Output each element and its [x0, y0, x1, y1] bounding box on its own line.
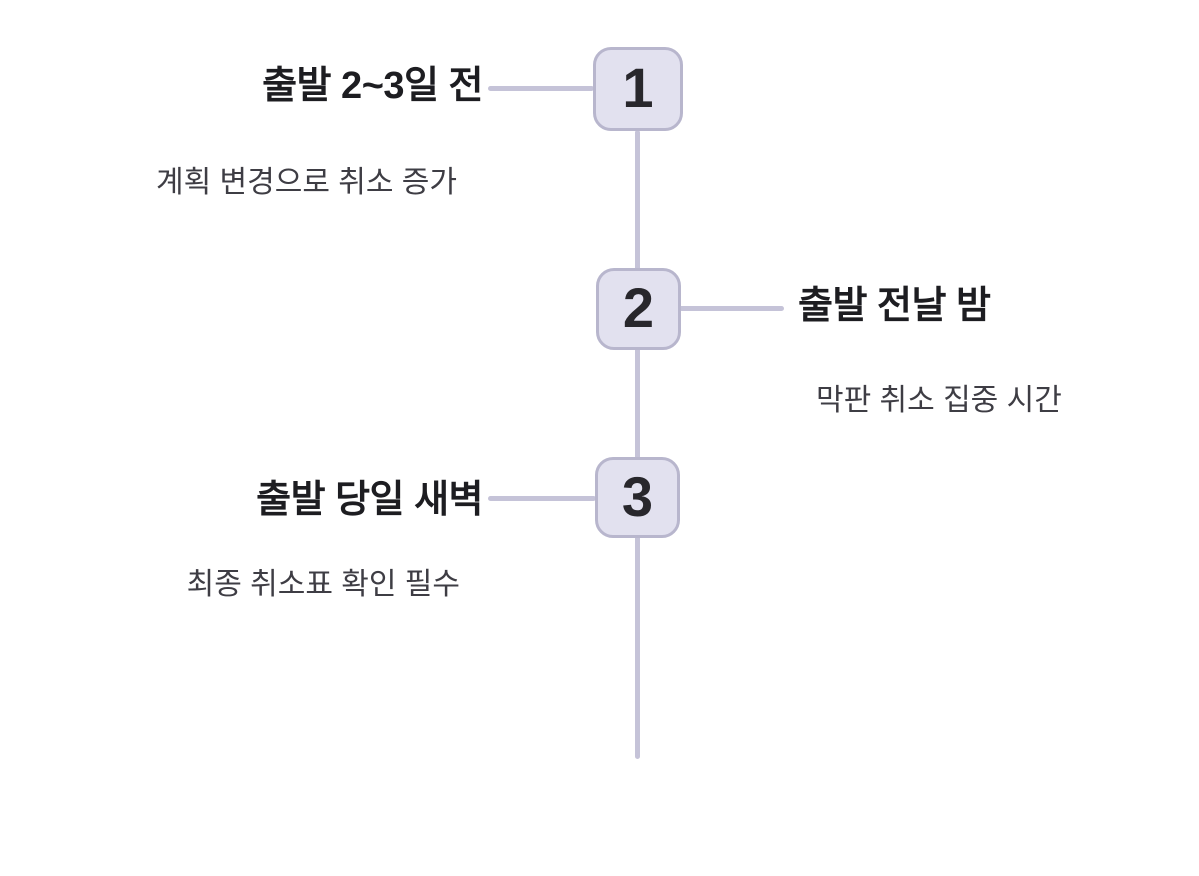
step-1-connector-line [488, 86, 594, 91]
step-1-subtitle: 계획 변경으로 취소 증가 [155, 166, 457, 199]
step-2-title: 출발 전날 밤 [798, 285, 991, 327]
step-1-title: 출발 2~3일 전 [262, 65, 483, 107]
step-2-connector-line [679, 306, 784, 311]
step-3-subtitle: 최종 취소표 확인 필수 [186, 568, 460, 601]
step-2-number: 2 [622, 276, 655, 339]
step-2-subtitle: 막판 취소 집중 시간 [816, 384, 1062, 417]
step-3-node: 3 [595, 457, 680, 538]
timeline-spine [635, 130, 640, 759]
step-3-number: 3 [621, 464, 654, 528]
step-2-node: 2 [596, 268, 681, 350]
step-3-title: 출발 당일 새벽 [256, 479, 483, 521]
step-1-number: 1 [622, 56, 654, 119]
step-1-node: 1 [593, 47, 683, 131]
step-3-connector-line [488, 496, 596, 501]
